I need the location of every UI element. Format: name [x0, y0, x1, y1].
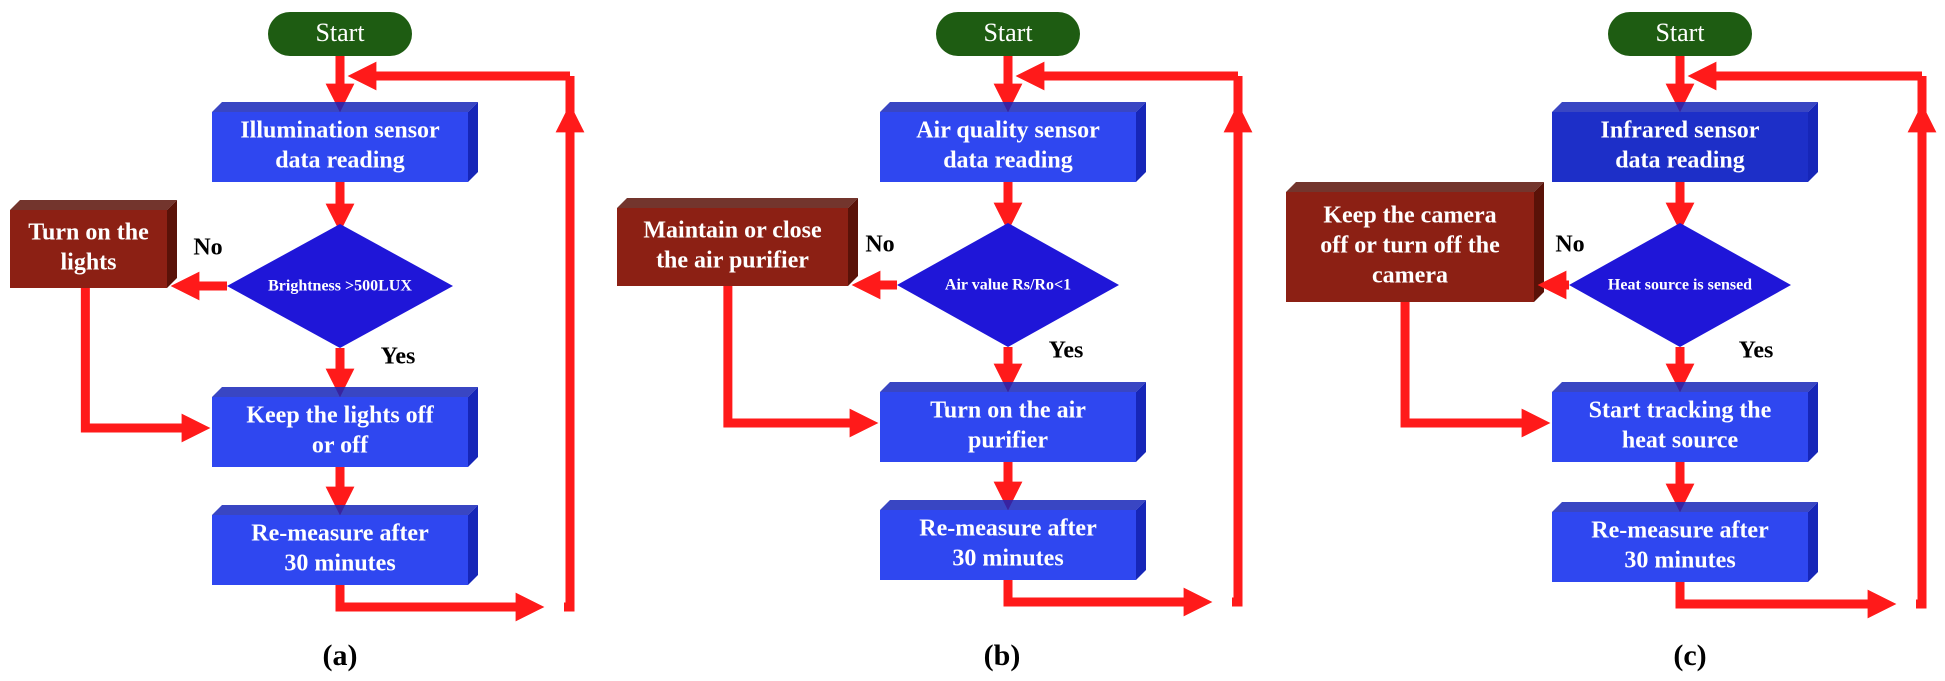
panel-caption: (c) [1673, 639, 1706, 672]
yes-action-box [212, 397, 468, 467]
arrow-no-to-yes-action [80, 288, 211, 443]
panel-caption: (a) [323, 639, 358, 672]
decision-label: Heat source is sensed [1608, 277, 1752, 294]
sensor-label: data reading [275, 148, 405, 174]
remeasure-label: Re-measure after [1591, 518, 1769, 544]
no-action-label: camera [1372, 263, 1448, 289]
remeasure-label: 30 minutes [284, 551, 395, 577]
no-action-label: lights [60, 250, 116, 276]
yes-action-box-side [1136, 382, 1146, 462]
sensor-box [212, 112, 468, 182]
sensor-box-top [880, 102, 1146, 112]
yes-action-box-side [1808, 382, 1818, 462]
sensor-box [1552, 112, 1808, 182]
yes-label: Yes [1739, 338, 1774, 364]
decision-diamond [227, 224, 453, 348]
remeasure-label: 30 minutes [1624, 548, 1735, 574]
decision-label: Brightness >500LUX [268, 278, 412, 295]
remeasure-box [212, 515, 468, 585]
remeasure-box-side [1136, 500, 1146, 580]
sensor-label: data reading [943, 148, 1073, 174]
remeasure-box-top [880, 500, 1146, 510]
yes-action-label: Turn on the air [930, 398, 1086, 424]
sensor-label: Infrared sensor [1601, 118, 1760, 144]
remeasure-box-top [212, 505, 478, 515]
no-action-box-top [1286, 182, 1544, 192]
arrow-loop-up [1907, 103, 1937, 609]
no-action-label: off or turn off the [1320, 233, 1500, 259]
arrow-remeasure-to-loop [1675, 582, 1897, 619]
sensor-label: data reading [1615, 148, 1745, 174]
sensor-box-side [468, 102, 478, 182]
yes-action-box-top [1552, 382, 1818, 392]
sensor-label: Illumination sensor [240, 118, 440, 144]
start-label: Start [1655, 18, 1705, 47]
arrow-loop-up [555, 103, 585, 612]
remeasure-box [880, 510, 1136, 580]
yes-label: Yes [381, 344, 416, 370]
arrow-no-to-yes-action [723, 286, 879, 438]
yes-action-box [880, 392, 1136, 462]
no-action-label: the air purifier [656, 248, 809, 274]
yes-action-box-top [880, 382, 1146, 392]
yes-action-box-side [468, 387, 478, 467]
yes-action-label: heat source [1622, 428, 1739, 454]
arrow-remeasure-to-loop [1003, 580, 1213, 617]
arrow-loop-up [1223, 103, 1253, 607]
no-action-box-top [10, 200, 177, 210]
start-terminal [936, 12, 1080, 56]
decision-diamond [897, 223, 1119, 347]
start-label: Start [983, 18, 1033, 47]
remeasure-label: Re-measure after [251, 521, 429, 547]
start-terminal [1608, 12, 1752, 56]
no-action-box-side [1534, 182, 1544, 302]
decision-diamond [1569, 223, 1791, 347]
arrow-remeasure-to-loop [335, 585, 545, 622]
remeasure-box-side [468, 505, 478, 585]
decision-label: Air value Rs/Ro<1 [945, 277, 1071, 294]
no-label: No [865, 232, 894, 258]
sensor-box-side [1136, 102, 1146, 182]
no-action-label: Turn on the [28, 220, 149, 246]
no-action-label: Maintain or close [643, 218, 822, 244]
sensor-box-top [212, 102, 478, 112]
arrow-no-to-yes-action [1400, 302, 1551, 438]
no-action-box [1286, 192, 1534, 302]
yes-action-label: Keep the lights off [246, 403, 434, 429]
remeasure-label: Re-measure after [919, 516, 1097, 542]
no-action-box-side [848, 198, 858, 286]
yes-action-label: Start tracking the [1589, 398, 1772, 424]
remeasure-label: 30 minutes [952, 546, 1063, 572]
remeasure-box-side [1808, 502, 1818, 582]
sensor-box [880, 112, 1136, 182]
yes-action-label: purifier [968, 428, 1048, 454]
remeasure-box [1552, 512, 1808, 582]
yes-action-box-top [212, 387, 478, 397]
start-terminal [268, 12, 412, 56]
sensor-box-top [1552, 102, 1818, 112]
no-action-box-side [167, 200, 177, 288]
yes-label: Yes [1049, 338, 1084, 364]
no-label: No [1555, 232, 1584, 258]
sensor-box-side [1808, 102, 1818, 182]
panel-caption: (b) [984, 639, 1021, 672]
no-action-box [617, 208, 848, 286]
remeasure-box-top [1552, 502, 1818, 512]
yes-action-box [1552, 392, 1808, 462]
no-action-box-top [617, 198, 858, 208]
no-action-label: Keep the camera [1323, 203, 1496, 229]
start-label: Start [315, 18, 365, 47]
yes-action-label: or off [312, 433, 369, 459]
sensor-label: Air quality sensor [916, 118, 1100, 144]
no-action-box [10, 210, 167, 288]
no-label: No [193, 235, 222, 261]
